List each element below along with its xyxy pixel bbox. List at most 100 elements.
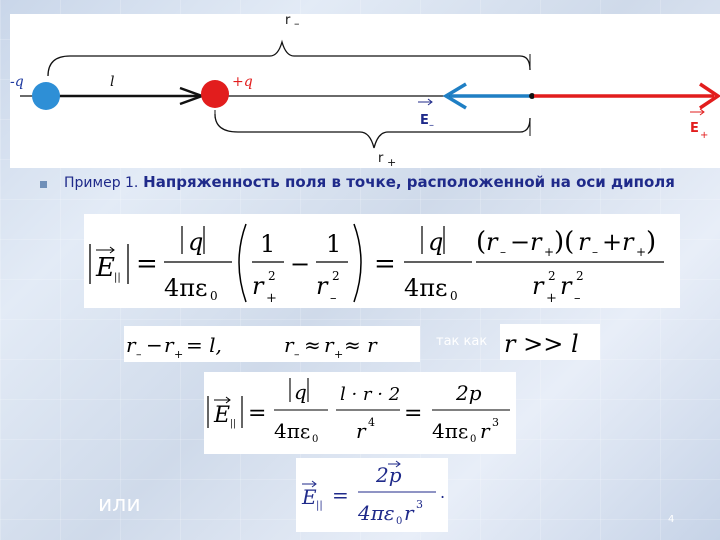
- svg-text:r: r: [578, 228, 591, 256]
- svg-text:r: r: [356, 419, 367, 443]
- svg-text:4: 4: [368, 416, 375, 429]
- f1-one-a: 1: [260, 230, 275, 258]
- example-lead: Пример 1.: [64, 175, 139, 191]
- svg-text:≈: ≈: [304, 333, 321, 357]
- f1-eq2: =: [374, 249, 396, 279]
- label-r-minus-sub: –: [294, 17, 300, 30]
- vector-arrow-E-plus: [690, 108, 705, 116]
- brace-r-plus: [214, 113, 531, 149]
- f1-minus: −: [290, 250, 310, 278]
- svg-text:+: +: [174, 348, 183, 361]
- svg-text:0: 0: [470, 434, 476, 445]
- f2-r-much-greater-l: r >> l: [504, 330, 579, 358]
- f2-approx-r: ≈ r: [344, 333, 378, 357]
- svg-text:r: r: [324, 333, 335, 357]
- label-l: l: [110, 74, 114, 90]
- svg-text:r: r: [126, 333, 137, 357]
- svg-text:r: r: [164, 333, 175, 357]
- svg-text:+: +: [544, 245, 554, 259]
- svg-text:2: 2: [548, 269, 556, 283]
- f1-E: E: [95, 253, 115, 283]
- brace-r-minus: [47, 39, 531, 77]
- svg-text:||: ||: [316, 500, 323, 511]
- f1-num-expr: (: [476, 227, 486, 257]
- svg-text:)(: )(: [554, 227, 574, 257]
- svg-text:r: r: [480, 419, 491, 443]
- svg-text:r: r: [532, 272, 545, 300]
- observation-point: [529, 93, 535, 99]
- svg-text:–: –: [500, 245, 506, 259]
- svg-text:+: +: [636, 245, 646, 259]
- svg-text:+: +: [546, 291, 557, 306]
- label-plus-q: +q: [232, 74, 253, 90]
- svg-text:r: r: [404, 501, 415, 525]
- svg-text:–: –: [574, 291, 581, 306]
- f2-equals-l: = l,: [186, 333, 222, 357]
- svg-text:r: r: [560, 272, 573, 300]
- svg-text:q: q: [294, 380, 307, 404]
- formula-condition: r >> l: [500, 324, 600, 360]
- since-text: так как: [436, 334, 488, 349]
- svg-text:4πε: 4πε: [357, 501, 395, 525]
- f1-denom: 4πε: [164, 274, 207, 302]
- svg-text:): ): [646, 227, 656, 257]
- formula-relations-svg: r – − r + = l, r – ≈ r + ≈ r: [126, 333, 378, 361]
- svg-text:–: –: [294, 348, 300, 361]
- f1-q2: q: [428, 228, 443, 256]
- svg-text:r: r: [622, 228, 635, 256]
- svg-text:r: r: [486, 228, 499, 256]
- formula-field-approx: E || = q 4πε 0 l · r · 2 r 4 = 2p 4πε 0 …: [204, 372, 516, 454]
- formula-field-approx-svg: E || = q 4πε 0 l · r · 2 r 4 = 2p 4πε 0 …: [207, 378, 510, 445]
- svg-text:.: .: [440, 483, 445, 502]
- svg-text:||: ||: [230, 419, 236, 429]
- svg-text:3: 3: [416, 498, 423, 511]
- formula-relations: r – − r + = l, r – ≈ r + ≈ r: [124, 326, 420, 362]
- svg-text:4πε: 4πε: [274, 419, 310, 443]
- f1-denom2: 4πε: [404, 274, 447, 302]
- vector-arrow-E-minus: [418, 98, 433, 106]
- example-heading: Пример 1. Напряженность поля в точке, ра…: [64, 174, 684, 192]
- positive-charge: [201, 80, 229, 108]
- example-title: Напряженность поля в точке, расположенно…: [143, 173, 675, 191]
- f1-r-plus: r: [252, 272, 265, 300]
- svg-text:=: =: [404, 401, 422, 426]
- svg-text:2: 2: [576, 269, 584, 283]
- svg-text:=: =: [332, 483, 349, 507]
- f1-sq-b: 2: [332, 269, 340, 283]
- label-r-plus: r: [378, 151, 384, 166]
- f1-zero: 0: [210, 289, 218, 303]
- label-E-minus-sub: –: [429, 120, 434, 131]
- svg-text:E: E: [301, 485, 317, 509]
- svg-text:–: –: [136, 348, 142, 361]
- label-E-minus: E: [420, 113, 429, 128]
- svg-text:−: −: [146, 333, 163, 357]
- formula-field-vector-svg: E || = 2p 4πε 0 r 3 .: [301, 460, 445, 527]
- label-r-minus: r: [285, 14, 291, 28]
- f1-eq1: =: [136, 249, 158, 279]
- svg-text:−: −: [510, 228, 530, 256]
- field-minus-arrow-head: [442, 82, 467, 110]
- formula-field-general-svg: E || = q 4πε 0 1 r 2 + − 1 r 2 – = q 4πε…: [89, 223, 664, 306]
- label-r-plus-sub: +: [387, 156, 396, 168]
- svg-text:r: r: [284, 333, 295, 357]
- negative-charge: [32, 82, 60, 110]
- field-plus-arrow-head: [699, 82, 720, 110]
- slide-number: 4: [668, 514, 675, 525]
- svg-text:4πε: 4πε: [432, 419, 468, 443]
- label-E-plus: E: [690, 121, 699, 136]
- svg-text:3: 3: [492, 416, 499, 429]
- formula-field-general: E || = q 4πε 0 1 r 2 + − 1 r 2 – = q 4πε…: [84, 214, 680, 308]
- f1-r-minus: r: [316, 272, 329, 300]
- svg-text:r: r: [530, 228, 543, 256]
- svg-text:+: +: [602, 228, 622, 256]
- dipole-diagram-svg: r – r + -q l +q E – E +: [10, 13, 720, 169]
- or-text: или: [98, 492, 141, 517]
- f1-sq-a: 2: [268, 269, 276, 283]
- f1-one-b: 1: [326, 230, 341, 258]
- label-minus-q: -q: [10, 74, 24, 90]
- f1-parallel: ||: [114, 272, 121, 283]
- f1-zero2: 0: [450, 289, 458, 303]
- svg-text:+: +: [334, 348, 343, 361]
- f1-minus-sub: –: [330, 291, 337, 306]
- svg-text:–: –: [592, 245, 598, 259]
